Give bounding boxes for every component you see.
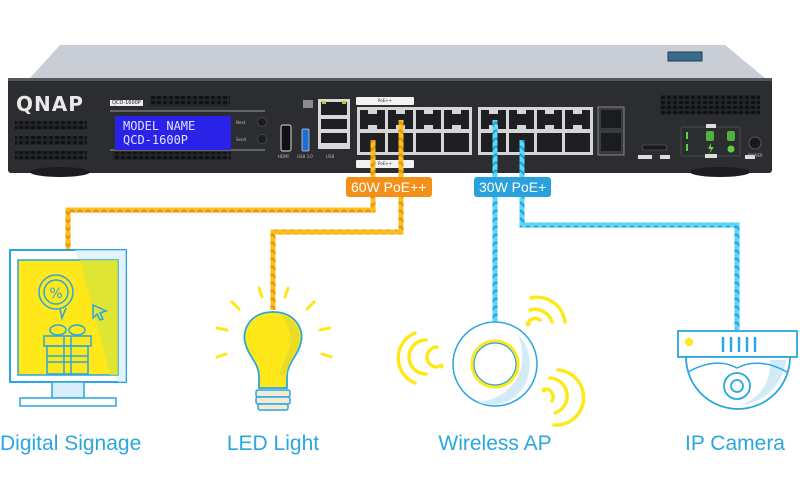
sfp-port-16[interactable] (601, 133, 621, 151)
lcd-send-button[interactable] (257, 134, 267, 144)
port-latch (517, 125, 526, 129)
ethernet-port[interactable] (481, 110, 506, 129)
power-led-icon (708, 143, 714, 154)
lcd-line-2: QCD-1600P (123, 133, 189, 147)
reset-button[interactable] (641, 144, 668, 151)
mgmt-ethernet-port[interactable] (321, 102, 347, 115)
lcd-next-button[interactable] (257, 117, 267, 127)
vent-grille (150, 96, 230, 106)
sfp-port-15[interactable] (601, 110, 621, 128)
cable-poe-plus-plus (65, 120, 404, 310)
ethernet-port[interactable] (444, 133, 469, 152)
top-label-sticker (667, 51, 703, 62)
fan-led-icon (727, 145, 735, 153)
wireless-ap-icon (396, 295, 586, 427)
port-latch (489, 110, 498, 114)
qnap-logo: QNAP (16, 92, 84, 116)
hdmi-port[interactable] (280, 124, 292, 152)
digital-signage-icon: % (9, 249, 127, 407)
lcd-line-1: MODEL NAME (123, 119, 196, 133)
ethernet-port[interactable] (509, 110, 534, 129)
cable-to-led-light (270, 120, 404, 310)
cable-to-digital-signage (65, 140, 376, 250)
port-latch (545, 125, 554, 129)
ip-camera-icon (677, 330, 798, 410)
port-latch (517, 110, 526, 114)
poe-plus-plus-port-label-bottom: PoE++ (378, 161, 392, 166)
led-light-icon (215, 286, 333, 411)
wireless-ap-label: Wireless AP (438, 432, 552, 455)
led-indicator (686, 144, 688, 151)
ethernet-port[interactable] (537, 110, 562, 129)
psu2-led-icon (727, 131, 735, 141)
poe-plus-plus-badge: 60W PoE++ (346, 177, 432, 197)
vent-grille (15, 151, 87, 160)
usb-port[interactable] (321, 119, 347, 129)
ethernet-port[interactable] (537, 133, 562, 152)
usb-port[interactable] (321, 133, 347, 143)
ethernet-port[interactable] (565, 133, 590, 152)
vent-grille (113, 152, 231, 160)
chassis-top (30, 45, 765, 78)
power-label: POWER (748, 153, 763, 158)
vent-grille (15, 121, 87, 130)
usb-label: USB (326, 154, 335, 159)
switch-tag (638, 155, 652, 159)
psu1-led-icon (706, 131, 714, 141)
host-tag (660, 155, 670, 159)
port-latch (573, 125, 582, 129)
chassis-foot (30, 167, 90, 177)
power-button[interactable] (748, 136, 762, 150)
vent-grille (15, 136, 87, 145)
ethernet-port[interactable] (416, 133, 441, 152)
hdmi-label: HDMI (278, 154, 289, 159)
poe-plus-badge: 30W PoE+ (474, 177, 552, 197)
port-latch (424, 110, 433, 114)
port-latch (368, 125, 377, 129)
switch-chassis (8, 45, 772, 177)
lcd-display: MODEL NAME QCD-1600P (115, 116, 231, 150)
model-tag: QCD-1600P (110, 100, 143, 106)
port-latch (424, 125, 433, 129)
chassis-foot (690, 167, 750, 177)
port-latch (452, 110, 461, 114)
port-latch (573, 110, 582, 114)
vent-grille (660, 95, 760, 115)
ethernet-port[interactable] (388, 110, 413, 129)
port-latch (396, 110, 405, 114)
digital-signage-label: Digital Signage (0, 432, 142, 455)
poe-plus-plus-port-label: PoE++ (378, 98, 392, 103)
usb3-label: USB 3.0 (297, 154, 313, 159)
ethernet-port[interactable] (444, 110, 469, 129)
usb3-port[interactable] (301, 128, 310, 152)
ethernet-port[interactable] (360, 110, 385, 129)
ethernet-port[interactable] (416, 110, 441, 129)
svg-text:%: % (49, 286, 62, 302)
port-latch (368, 110, 377, 114)
port-latch (545, 110, 554, 114)
lcd-next-label: Next (236, 120, 246, 125)
poe-plus-plus-top-label (356, 97, 414, 105)
port-latch (452, 125, 461, 129)
lcd-send-label: Send (236, 137, 247, 142)
led-light-label: LED Light (226, 432, 320, 455)
network-icon (303, 100, 313, 108)
led-indicator (686, 132, 688, 139)
ethernet-port[interactable] (565, 110, 590, 129)
ip-camera-label: IP Camera (685, 432, 785, 455)
